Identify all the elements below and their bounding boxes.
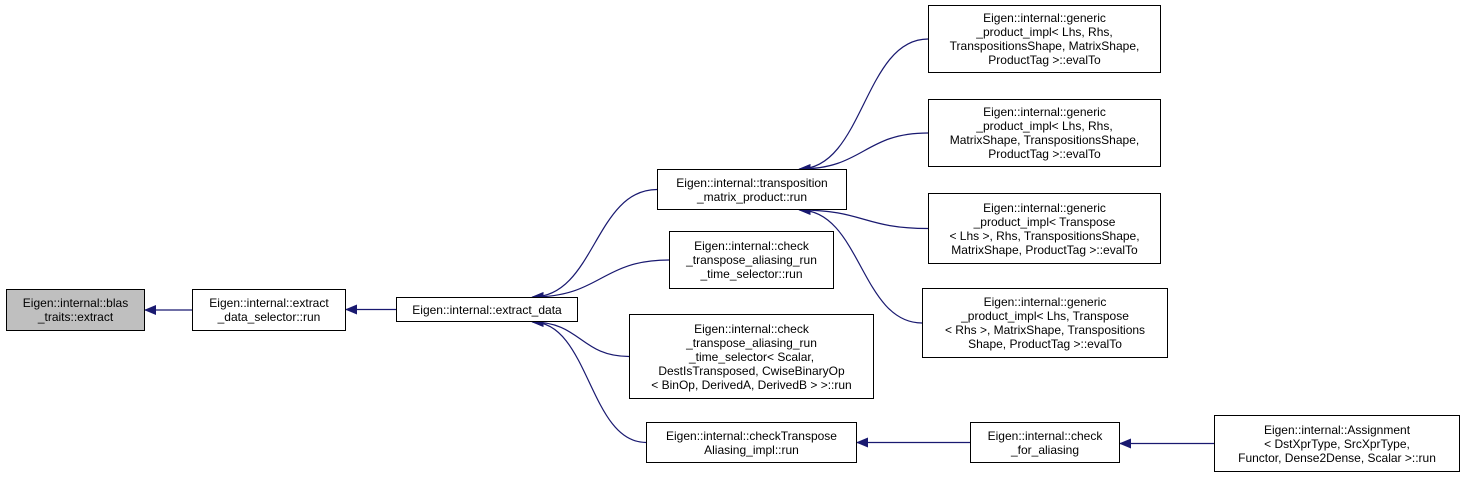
- graph-node-extract-data-selector-run[interactable]: Eigen::internal::extract _data_selector:…: [192, 289, 346, 331]
- graph-node-generic-product-impl-transpositions-matrix[interactable]: Eigen::internal::generic _product_impl< …: [928, 5, 1161, 73]
- graph-node-check-transpose-aliasing-run-time-selector-cwise[interactable]: Eigen::internal::check _transpose_aliasi…: [629, 314, 874, 399]
- node-label: Eigen::internal::transposition _matrix_p…: [676, 175, 828, 204]
- graph-node-generic-product-impl-transpose-rhs[interactable]: Eigen::internal::generic _product_impl< …: [922, 288, 1168, 358]
- node-label: Eigen::internal::check _transpose_aliasi…: [651, 321, 852, 392]
- graph-node-check-for-aliasing[interactable]: Eigen::internal::check _for_aliasing: [970, 422, 1120, 463]
- graph-node-transposition-matrix-product-run[interactable]: Eigen::internal::transposition _matrix_p…: [657, 169, 847, 210]
- graph-node-blas-traits-extract: Eigen::internal::blas _traits::extract: [6, 289, 145, 331]
- graph-node-assignment-dense2dense-run[interactable]: Eigen::internal::Assignment < DstXprType…: [1214, 415, 1460, 472]
- node-label: Eigen::internal::Assignment < DstXprType…: [1238, 422, 1436, 465]
- graph-node-extract-data[interactable]: Eigen::internal::extract_data: [396, 297, 578, 322]
- edge-n10-to-n3: [798, 205, 923, 324]
- edge-n8-to-n3: [798, 132, 929, 174]
- node-label: Eigen::internal::generic _product_impl< …: [949, 11, 1140, 67]
- graph-node-check-transpose-aliasing-run-time-selector-run[interactable]: Eigen::internal::check _transpose_aliasi…: [669, 231, 834, 289]
- node-label: Eigen::internal::extract _data_selector:…: [209, 296, 329, 324]
- node-label: Eigen::internal::extract_data: [412, 302, 562, 317]
- node-label: Eigen::internal::blas _traits::extract: [22, 296, 129, 324]
- node-label: Eigen::internal::check _transpose_aliasi…: [686, 239, 817, 281]
- edge-n7-to-n3: [798, 38, 929, 174]
- graph-node-generic-product-impl-transpose-lhs[interactable]: Eigen::internal::generic _product_impl< …: [928, 193, 1161, 264]
- node-label: Eigen::internal::generic _product_impl< …: [949, 105, 1140, 161]
- edge-n4-to-n2: [531, 259, 670, 302]
- graph-node-generic-product-impl-matrix-transpositions[interactable]: Eigen::internal::generic _product_impl< …: [928, 99, 1161, 167]
- edge-n9-to-n3: [798, 205, 929, 230]
- graph-node-check-transpose-aliasing-impl-run[interactable]: Eigen::internal::checkTranspose Aliasing…: [646, 422, 857, 463]
- edge-n6-to-n2: [531, 317, 647, 444]
- edge-n5-to-n2: [531, 317, 630, 358]
- node-label: Eigen::internal::checkTranspose Aliasing…: [666, 428, 837, 457]
- node-label: Eigen::internal::check _for_aliasing: [987, 428, 1103, 457]
- node-label: Eigen::internal::generic _product_impl< …: [949, 200, 1140, 257]
- node-label: Eigen::internal::generic _product_impl< …: [944, 295, 1146, 351]
- edge-n3-to-n2: [531, 188, 658, 302]
